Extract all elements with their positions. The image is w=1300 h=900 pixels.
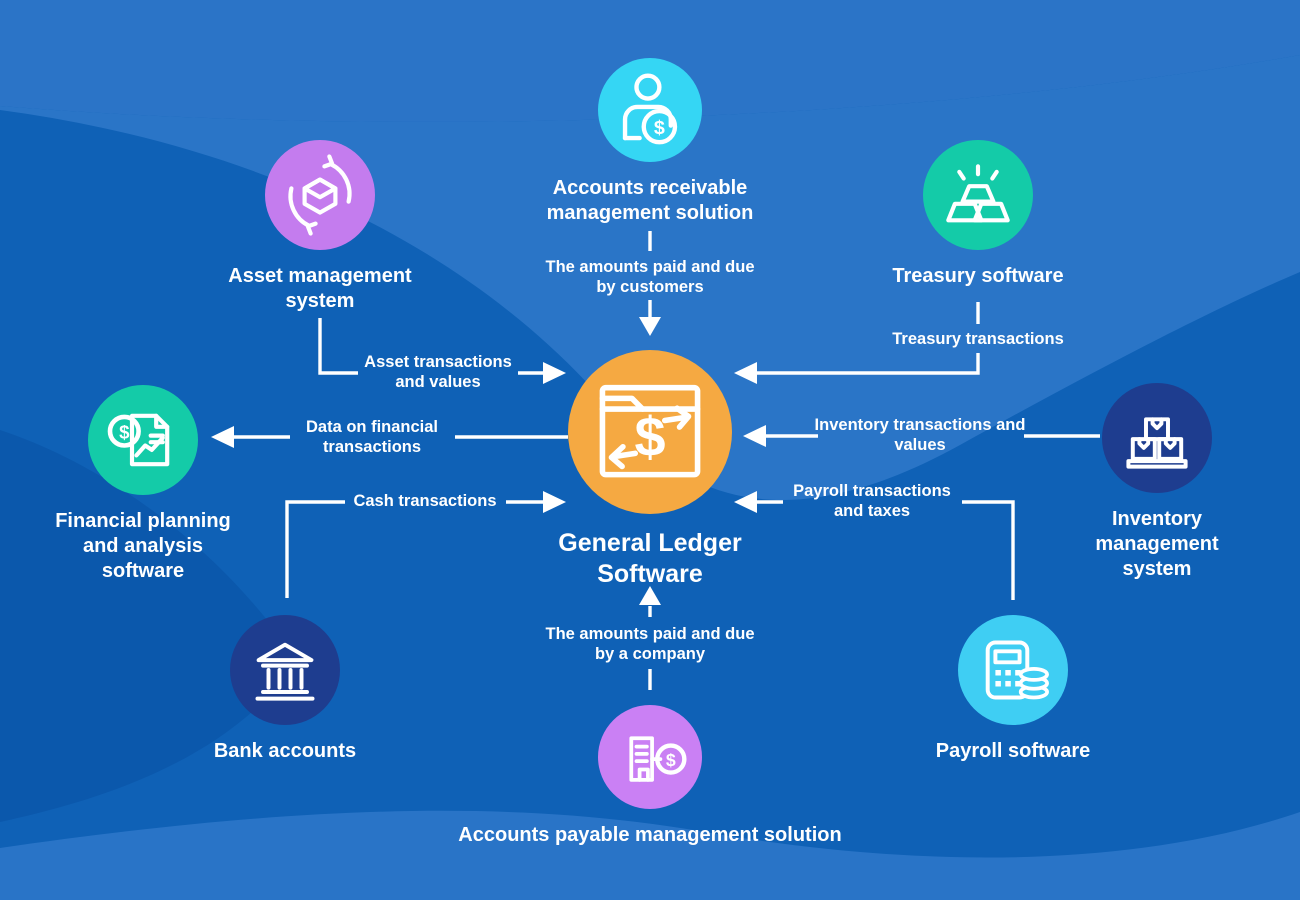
arrowhead-up-into-center bbox=[639, 586, 661, 605]
report-chart-coin-icon: $ bbox=[88, 385, 198, 495]
connection-label-payroll: Payroll transactions and taxes bbox=[793, 481, 951, 520]
node-label: Asset management system bbox=[228, 265, 412, 313]
connection-label-inventory: Inventory transactions and values bbox=[814, 415, 1026, 454]
connection-label-treasury: Treasury transactions bbox=[892, 329, 1064, 348]
node-label: Financial planning and analysis software bbox=[55, 510, 231, 583]
stacked-boxes-icon bbox=[1102, 383, 1212, 493]
arrowhead-left-financial-planning bbox=[211, 426, 234, 448]
node-label: Accounts payable management solution bbox=[458, 824, 842, 846]
customer-coin-icon: $ bbox=[598, 58, 702, 162]
gold-bars-icon bbox=[923, 140, 1033, 250]
node-asset-management: Asset management system bbox=[210, 140, 430, 314]
svg-text:$: $ bbox=[654, 117, 665, 139]
node-financial-planning: $ Financial planning and analysis softwa… bbox=[48, 385, 238, 585]
node-accounts-payable: $ Accounts payable management solution bbox=[420, 705, 880, 848]
node-payroll: Payroll software bbox=[903, 615, 1123, 764]
svg-text:$: $ bbox=[119, 421, 130, 442]
arrowhead-left-treasury bbox=[734, 362, 757, 384]
connection-label-accounts-receivable: The amounts paid and due by customers bbox=[545, 257, 755, 296]
node-general-ledger: $ General Ledger Software bbox=[540, 350, 760, 590]
svg-text:$: $ bbox=[666, 750, 676, 770]
calculator-coins-icon bbox=[958, 615, 1068, 725]
connection-label-asset: Asset transactions and values bbox=[364, 352, 512, 391]
node-label: Bank accounts bbox=[213, 740, 357, 762]
node-label: Inventory management system bbox=[1095, 508, 1219, 581]
node-label: Accounts receivable management solution bbox=[546, 177, 754, 225]
node-label: Payroll software bbox=[935, 740, 1091, 762]
connection-label-cash: Cash transactions bbox=[353, 491, 497, 510]
node-accounts-receivable: $ Accounts receivable management solutio… bbox=[530, 58, 770, 226]
node-treasury: Treasury software bbox=[868, 140, 1088, 289]
company-payment-icon: $ bbox=[598, 705, 702, 809]
ledger-browser-dollar-icon: $ bbox=[568, 350, 732, 514]
asset-lifecycle-cube-icon bbox=[265, 140, 375, 250]
bank-building-icon bbox=[230, 615, 340, 725]
arrowhead-right-asset bbox=[543, 362, 566, 384]
arrowhead-left-inventory bbox=[743, 425, 766, 447]
connection-label-financial-planning: Data on financial transactions bbox=[305, 417, 439, 456]
arrowhead-left-payroll bbox=[734, 491, 757, 513]
center-node-label: General Ledger Software bbox=[558, 529, 742, 588]
node-bank-accounts: Bank accounts bbox=[175, 615, 395, 764]
svg-text:$: $ bbox=[634, 406, 665, 468]
connection-label-accounts-payable: The amounts paid and due by a company bbox=[545, 624, 755, 663]
node-label: Treasury software bbox=[892, 265, 1064, 287]
node-inventory: Inventory management system bbox=[1082, 383, 1232, 583]
arrowhead-right-cash bbox=[543, 491, 566, 513]
arrowhead-down-into-center bbox=[639, 317, 661, 336]
